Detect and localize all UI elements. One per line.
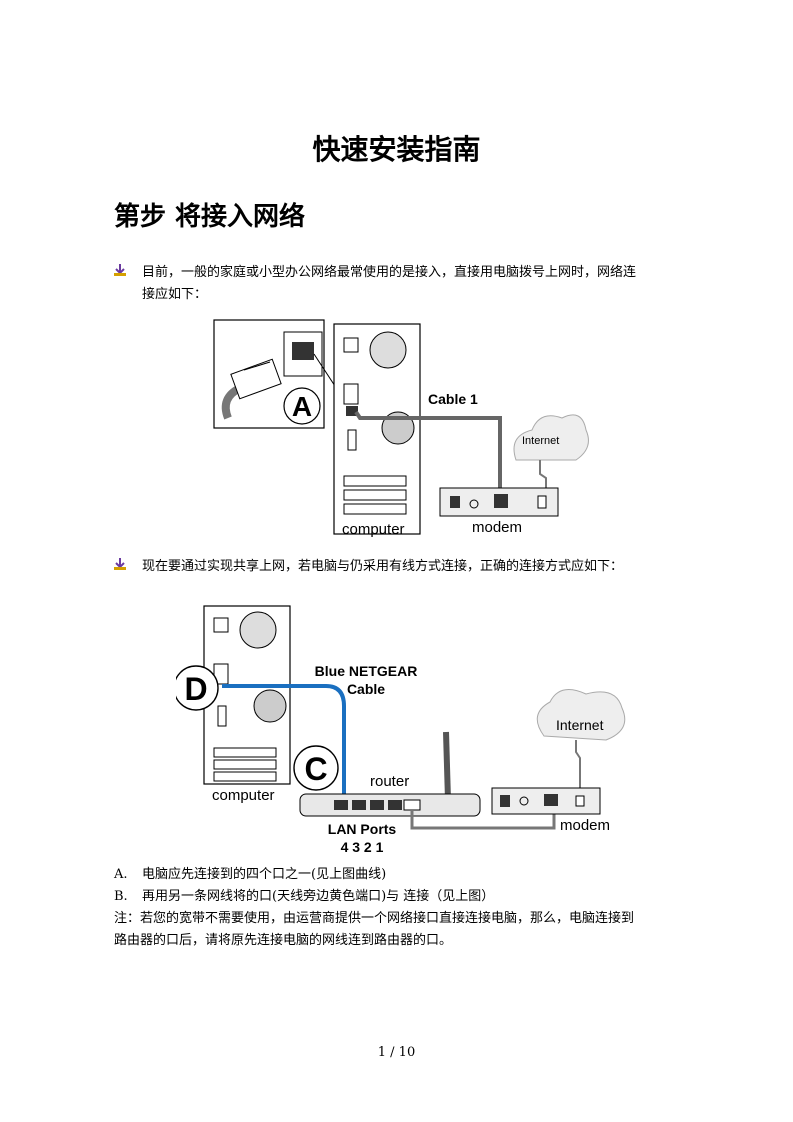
cable-1 — [354, 410, 502, 500]
router-box — [299, 731, 481, 817]
note-line-1: 注：若您的宽带不需要使用，由运营商提供一个网络接口直接连接电脑，那么，电脑连接到 — [114, 911, 635, 926]
label-a-circle — [283, 387, 321, 425]
modem-label: modem — [560, 817, 610, 834]
modem-box — [439, 487, 559, 517]
step-heading: 第步 将接入网络 — [114, 202, 306, 232]
bullet-1-line-2: 接应如下： — [142, 287, 208, 302]
internet-cloud-icon — [513, 414, 589, 461]
blue-netgear-cable — [222, 684, 346, 804]
computer-label: computer — [342, 521, 405, 538]
label-a: A — [292, 391, 312, 422]
step-b-text: 再用另一条网线将的口(天线旁边黄色端口)与 连接（见上图） — [142, 889, 495, 904]
label-c: C — [304, 751, 327, 787]
computer-label: computer — [212, 787, 275, 804]
internet-label: Internet — [522, 435, 559, 447]
computer-tower — [333, 323, 421, 535]
step-a-text: 电脑应先连接到的四个口之一(见上图曲线) — [142, 867, 387, 882]
modem-label: modem — [472, 519, 522, 536]
label-c-circle — [293, 745, 339, 791]
label-d-circle — [176, 665, 219, 711]
cable-label: Cable 1 — [428, 391, 478, 407]
computer-tower — [203, 605, 291, 785]
internet-label: Internet — [556, 717, 604, 733]
internet-cloud-icon — [536, 689, 626, 741]
ethernet-port-icon — [283, 331, 323, 377]
label-d: D — [184, 671, 207, 707]
bullet-2-line-1: 现在要通过实现共享上网，若电脑与仍采用有线方式连接，正确的连接方式应如下： — [142, 559, 624, 574]
figure-modem-connection: A Cable 1 Internet computer modem — [213, 319, 589, 538]
port-numbers-label: 4 3 2 1 — [341, 839, 384, 855]
bullet-1-line-1: 目前，一般的家庭或小型办公网络最常使用的是接入，直接用电脑拨号上网时，网络连 — [142, 265, 637, 280]
ethernet-plug-icon — [221, 358, 282, 420]
lan-ports-label: LAN Ports — [328, 821, 397, 837]
document-title: 快速安装指南 — [312, 133, 481, 166]
cable-label-line-1: Blue NETGEAR — [315, 663, 418, 679]
cable-label-line-2: Cable — [347, 681, 385, 697]
note-line-2: 路由器的口后，请将原先连接电脑的网线连到路由器的口。 — [114, 933, 453, 948]
bullet-arrow-icon — [114, 558, 126, 570]
step-b-marker: B. — [114, 889, 128, 904]
modem-box — [491, 787, 601, 815]
step-a-marker: A. — [114, 867, 128, 882]
bullet-arrow-icon — [114, 264, 126, 276]
router-modem-cable — [410, 804, 556, 830]
router-label: router — [370, 773, 409, 790]
figure-router-connection: D Blue NETGEAR Cable C router computer L… — [176, 605, 626, 855]
page-number: 1 / 10 — [377, 1045, 416, 1060]
